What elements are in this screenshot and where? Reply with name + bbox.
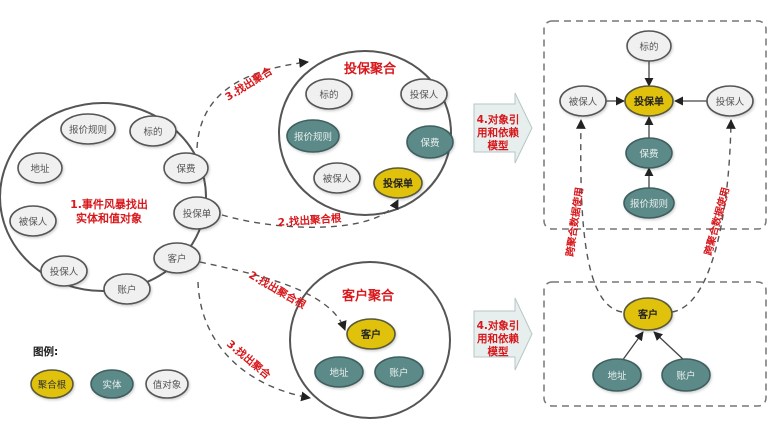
- policy-agg-policyholder: 投保人: [410, 89, 439, 101]
- legend-entity-label: 实体: [102, 379, 122, 391]
- model-account: 账户: [676, 370, 695, 382]
- model-subject: 标的: [639, 41, 658, 53]
- step1-label-line2: 实体和值对象: [76, 211, 142, 225]
- step4-top-line3: 模型: [488, 139, 509, 152]
- node-address: 地址: [30, 163, 50, 175]
- customer-agg-address: 地址: [329, 367, 349, 379]
- policy-agg-root: 投保单: [383, 177, 413, 190]
- edge-address-to-customer: [621, 331, 644, 362]
- legend-entity-swatch: [90, 369, 134, 399]
- event-storming-nodes: 报价规则 标的 地址 保费 被保人 投保单 客户 投保人 账户: [9, 113, 221, 305]
- policy-agg-premium: 保费: [420, 137, 439, 149]
- legend-value-swatch: [145, 369, 189, 399]
- customer-agg-account: 账户: [389, 367, 408, 379]
- node-subject: 标的: [143, 126, 162, 138]
- step1-label-line1: 1.事件风暴找出: [70, 197, 148, 211]
- step4-bottom-line3: 模型: [488, 345, 509, 358]
- node-policyholder: 投保人: [50, 266, 79, 278]
- model-insured: 被保人: [569, 96, 598, 108]
- edge-cross-aggregate-right: [671, 119, 736, 313]
- edge-find-aggregate-bottom: [197, 281, 311, 402]
- node-customer: 客户: [167, 253, 186, 265]
- edge-find-root-bottom: [199, 261, 347, 331]
- legend-root-swatch: [30, 369, 74, 399]
- step4-top-line2: 用和依赖: [476, 126, 519, 139]
- policy-agg-pricing-rule: 报价规则: [294, 131, 332, 143]
- step4-top-line1: 4.对象引: [477, 113, 520, 126]
- model-premium: 保费: [639, 148, 658, 160]
- policy-agg-subject: 标的: [319, 89, 338, 101]
- legend-value-label: 值对象: [153, 379, 182, 391]
- edge-cross-aggregate-left: [575, 119, 623, 313]
- policy-agg-insured: 被保人: [323, 173, 352, 185]
- node-insured: 被保人: [19, 216, 48, 228]
- event-storming-circle: [0, 102, 207, 292]
- model-address: 地址: [607, 370, 627, 382]
- model-policyholder: 投保人: [716, 96, 745, 108]
- label-find-root-top: 2.找出聚合根: [277, 212, 342, 229]
- label-find-aggregate-bottom: 3.找出聚合: [224, 337, 274, 382]
- node-pricing-rule: 报价规则: [69, 124, 107, 136]
- legend-title: 图例:: [33, 345, 58, 358]
- edge-account-to-customer: [653, 331, 686, 362]
- label-find-aggregate-top: 3.找出聚合: [223, 64, 276, 104]
- model-policy-root: 投保单: [634, 95, 664, 108]
- step4-arrow-bottom: [473, 297, 533, 371]
- policy-aggregate-title: 投保聚合: [344, 61, 397, 77]
- policy-model-box: [543, 20, 767, 230]
- model-pricing-rule: 报价规则: [630, 198, 668, 210]
- model-customer-root: 客户: [637, 308, 658, 321]
- edge-find-aggregate-top: [196, 58, 309, 149]
- node-premium: 保费: [176, 163, 195, 175]
- legend-root-label: 聚合根: [38, 379, 67, 391]
- node-account: 账户: [117, 284, 136, 296]
- step4-arrow-top: [473, 92, 533, 164]
- edge-find-root-top: [221, 199, 399, 228]
- step4-bottom-line1: 4.对象引: [477, 319, 520, 332]
- customer-aggregate-title: 客户聚合: [342, 288, 395, 304]
- node-policy: 投保单: [183, 208, 212, 220]
- customer-agg-root: 客户: [360, 328, 381, 341]
- step4-bottom-line2: 用和依赖: [476, 332, 519, 345]
